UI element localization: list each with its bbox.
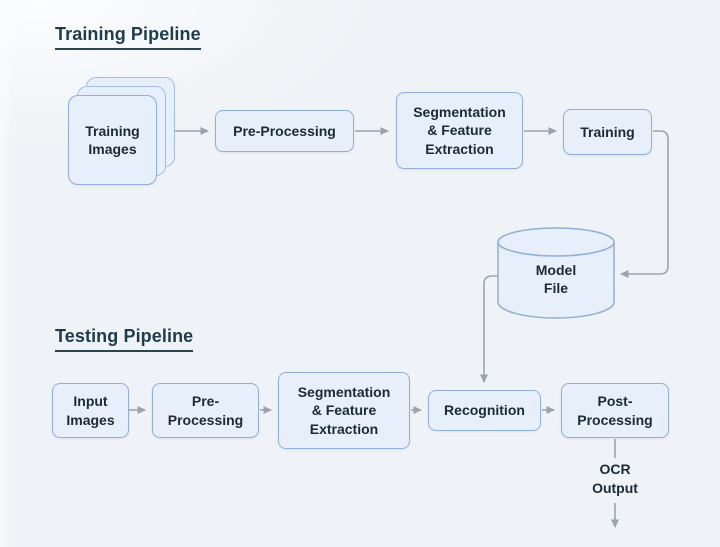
connector-model-file-to-recognition — [480, 275, 498, 383]
cylinder-top — [497, 227, 615, 257]
cylinder-body — [497, 242, 615, 319]
model-file-cylinder — [497, 227, 615, 319]
node-pre-processing-testing: Pre- Processing — [152, 383, 259, 438]
node-recognition: Recognition — [428, 390, 541, 431]
node-pre-processing-training: Pre-Processing — [215, 110, 354, 152]
node-input-images: Input Images — [52, 383, 129, 438]
node-segmentation-feature-extraction-testing: Segmentation & Feature Extraction — [278, 372, 410, 449]
node-training-images: Training Images — [68, 95, 157, 185]
training-pipeline-heading: Training Pipeline — [55, 24, 201, 50]
testing-pipeline-heading: Testing Pipeline — [55, 326, 194, 352]
node-model-file-label: Model File — [535, 261, 577, 296]
connector-training-to-model-file — [620, 130, 669, 278]
node-post-processing: Post- Processing — [561, 383, 669, 438]
node-segmentation-feature-extraction-training: Segmentation & Feature Extraction — [396, 92, 523, 169]
node-training: Training — [563, 109, 652, 155]
ocr-output-label: OCR Output — [592, 461, 638, 496]
